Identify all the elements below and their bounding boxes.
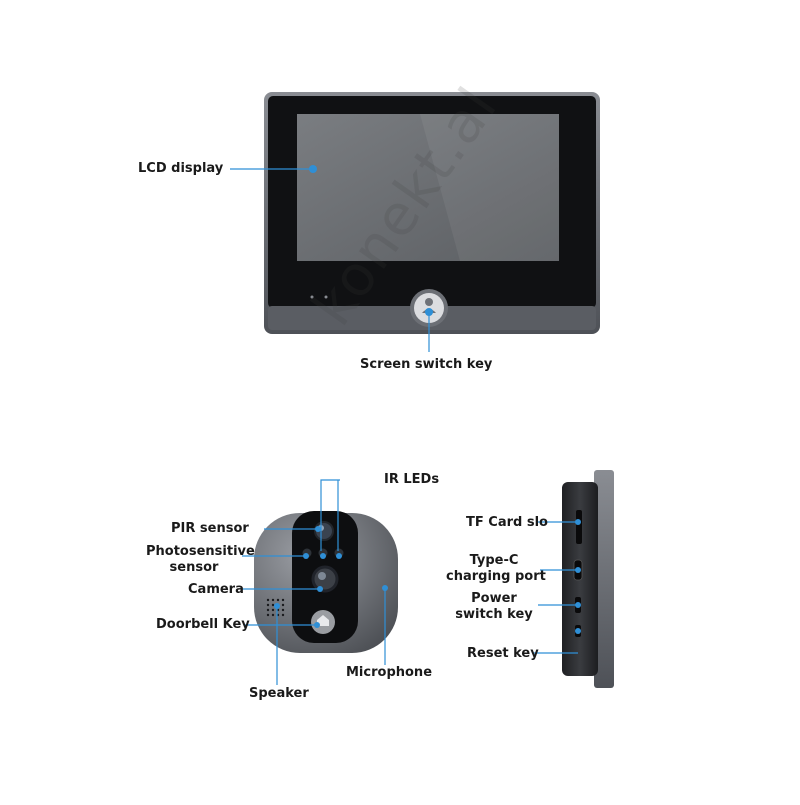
label-power-switch-key: Power switch key [454,591,534,623]
label-photosensitive-line1: Photosensitive [146,544,255,559]
side-frame [594,470,614,688]
label-photosensitive-sensor: Photosensitive sensor [146,544,255,576]
doorbell-unit [242,479,398,685]
label-speaker: Speaker [249,686,309,701]
label-microphone: Microphone [346,665,433,680]
monitor-unit [230,92,600,352]
label-camera: Camera [188,582,244,597]
tf-card-slot[interactable] [576,510,582,544]
lcd-screen [297,114,559,261]
label-photosensitive-line2: sensor [169,560,219,575]
label-ir-leds: IR LEDs [384,472,440,487]
monitor-side-view [533,470,614,688]
label-tf-card-slot: TF Card slo [466,515,548,530]
side-callout-lines [533,521,578,654]
label-lcd-display: LCD display [138,161,224,176]
lens-highlight [318,572,326,580]
label-doorbell-key: Doorbell Key [156,617,250,632]
label-type-c-line2: charging port [446,569,546,584]
home-icon [317,615,329,626]
label-reset-key: Reset key [467,646,539,661]
doorbell-callout-lines [242,479,386,685]
label-power-line1: Power [471,591,517,606]
label-power-line2: switch key [455,607,533,622]
label-screen-switch-key: Screen switch key [360,357,493,372]
doorbell-callout-dots [274,526,388,628]
screen-glare [420,114,559,261]
person-icon [425,298,433,306]
indicator-dot [310,295,314,299]
label-type-c-line1: Type-C [469,553,519,568]
indicator-dot [324,295,328,299]
side-callout-dots [575,519,581,634]
camera-lens [311,565,339,593]
label-type-c-charging-port: Type-C charging port [446,553,546,585]
label-pir-sensor: PIR sensor [171,521,249,536]
